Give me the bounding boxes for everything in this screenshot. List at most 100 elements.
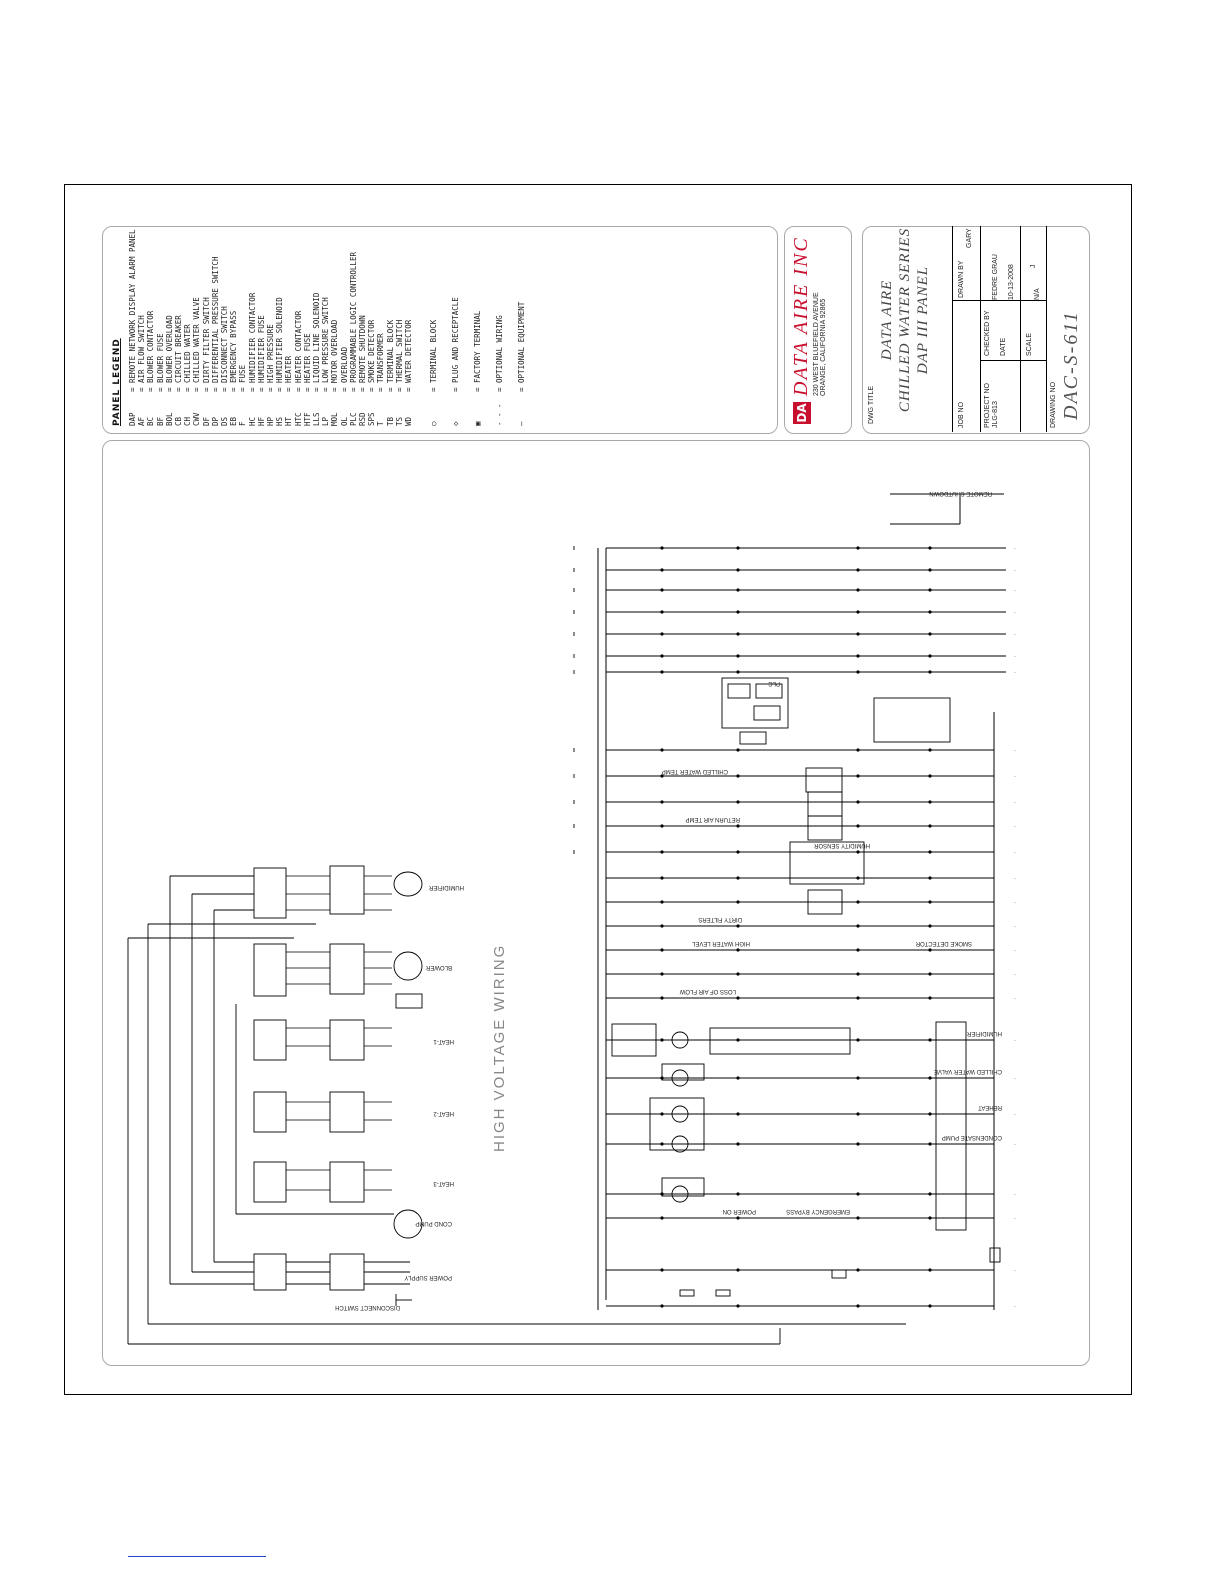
rung-terminal xyxy=(736,924,740,928)
rung-terminal xyxy=(736,610,740,614)
terminal-box-right xyxy=(989,1247,1001,1263)
rung-terminal xyxy=(928,800,932,804)
rung-label: EMERGENCY BYPASS xyxy=(786,1208,850,1214)
rung-terminal xyxy=(736,1304,740,1308)
time-delay-box xyxy=(873,697,951,743)
rung-terminal xyxy=(660,824,664,828)
rung-terminal xyxy=(660,1216,664,1220)
rung-terminal xyxy=(660,800,664,804)
rung-number-mark: · xyxy=(1014,654,1016,660)
rung-terminal xyxy=(660,1112,664,1116)
rung-terminal xyxy=(660,948,664,952)
rung-label: CONDENSATE PUMP xyxy=(942,1134,1002,1140)
rung-terminal xyxy=(928,824,932,828)
humidifier-symbol xyxy=(393,871,423,897)
tb-divider-v2 xyxy=(980,226,981,432)
plc-module-3 xyxy=(753,705,781,721)
rung-terminal xyxy=(928,670,932,674)
rung-terminal xyxy=(856,1038,860,1042)
rung-terminal xyxy=(856,632,860,636)
heat2-contactor xyxy=(329,1091,365,1133)
blower-motor xyxy=(393,951,423,981)
rung-terminal xyxy=(736,748,740,752)
water-detector-box xyxy=(807,889,843,915)
hv-component-label: POWER SUPPLY xyxy=(404,1274,452,1280)
rung-number-mark: · xyxy=(1014,900,1016,906)
humidity-sensor-box xyxy=(789,841,865,885)
rung-number-mark: · xyxy=(1014,610,1016,616)
transformer-box xyxy=(739,731,767,745)
rung-number-mark: · xyxy=(1014,948,1016,954)
rung-terminal xyxy=(856,824,860,828)
rung-terminal xyxy=(856,1112,860,1116)
hv-component-label: HEAT-1 xyxy=(433,1038,454,1044)
rung-number-mark: · xyxy=(1014,972,1016,978)
rung-terminal xyxy=(736,1268,740,1272)
rung-terminal xyxy=(856,1304,860,1308)
rung-terminal xyxy=(928,1038,932,1042)
rung-number-mark: · xyxy=(1014,1304,1016,1310)
rung-terminal xyxy=(736,1216,740,1220)
rung-terminal xyxy=(856,900,860,904)
rung-number-mark: · xyxy=(1014,824,1016,830)
return-air-temp-sensor xyxy=(807,791,843,817)
rung-number-mark: · xyxy=(1014,1112,1016,1118)
rung-terminal xyxy=(856,610,860,614)
hv-component-label: DISCONNECT SWITCH xyxy=(335,1304,400,1310)
return-air-sensor-2 xyxy=(807,815,843,841)
rung-terminal xyxy=(660,654,664,658)
rung-terminal xyxy=(736,670,740,674)
humidifier-contactor-strip xyxy=(709,1027,851,1055)
rung-terminal xyxy=(928,924,932,928)
rung-terminal xyxy=(856,546,860,550)
rung-terminal xyxy=(928,1304,932,1308)
hv-component-label: COND PUMP xyxy=(415,1220,452,1226)
rung-terminal xyxy=(660,924,664,928)
title-block-panel xyxy=(862,226,1090,434)
company-panel xyxy=(784,226,852,434)
rung-terminal xyxy=(856,996,860,1000)
heat2-fuse-block xyxy=(253,1091,287,1133)
rung-terminal xyxy=(736,1076,740,1080)
blower-fuse-block xyxy=(253,943,287,997)
rung-number-mark: · xyxy=(1014,1268,1016,1274)
rung-terminal xyxy=(660,1268,664,1272)
fuse-box-1 xyxy=(679,1289,695,1297)
rung-terminal xyxy=(736,546,740,550)
rung-terminal xyxy=(928,568,932,572)
rung-terminal xyxy=(660,632,664,636)
rung-terminal xyxy=(736,632,740,636)
high-voltage-label: HIGH VOLTAGE WIRING xyxy=(491,944,508,1152)
chilled-water-temp-sensor xyxy=(805,767,843,793)
rung-number-mark: · xyxy=(1014,876,1016,882)
rung-terminal xyxy=(736,568,740,572)
plc-module-1 xyxy=(727,683,751,699)
rung-terminal xyxy=(856,670,860,674)
rung-terminal xyxy=(736,800,740,804)
rung-terminal xyxy=(856,654,860,658)
rung-number-mark: · xyxy=(1014,1142,1016,1148)
rung-number-mark: · xyxy=(1014,1192,1016,1198)
legend-panel xyxy=(102,226,778,434)
rung-label: CHILLED WATER VALVE xyxy=(934,1068,1002,1074)
tb-divider-h1 xyxy=(952,300,1046,301)
rung-terminal xyxy=(856,774,860,778)
rung-terminal xyxy=(928,972,932,976)
rung-terminal xyxy=(856,1268,860,1272)
rung-terminal xyxy=(660,748,664,752)
rung-number-mark: · xyxy=(1014,774,1016,780)
rung-terminal xyxy=(928,1112,932,1116)
rung-label: HIGH WATER LEVEL xyxy=(691,940,750,946)
rung-terminal xyxy=(928,948,932,952)
motor-2 xyxy=(671,1069,689,1087)
rung-terminal xyxy=(856,948,860,952)
rung-terminal xyxy=(928,1142,932,1146)
rung-terminal xyxy=(856,924,860,928)
rung-terminal xyxy=(736,972,740,976)
rung-number-mark: · xyxy=(1014,1076,1016,1082)
motor-4 xyxy=(671,1135,689,1153)
output-terminal-strip xyxy=(935,1021,967,1231)
rung-terminal xyxy=(660,610,664,614)
